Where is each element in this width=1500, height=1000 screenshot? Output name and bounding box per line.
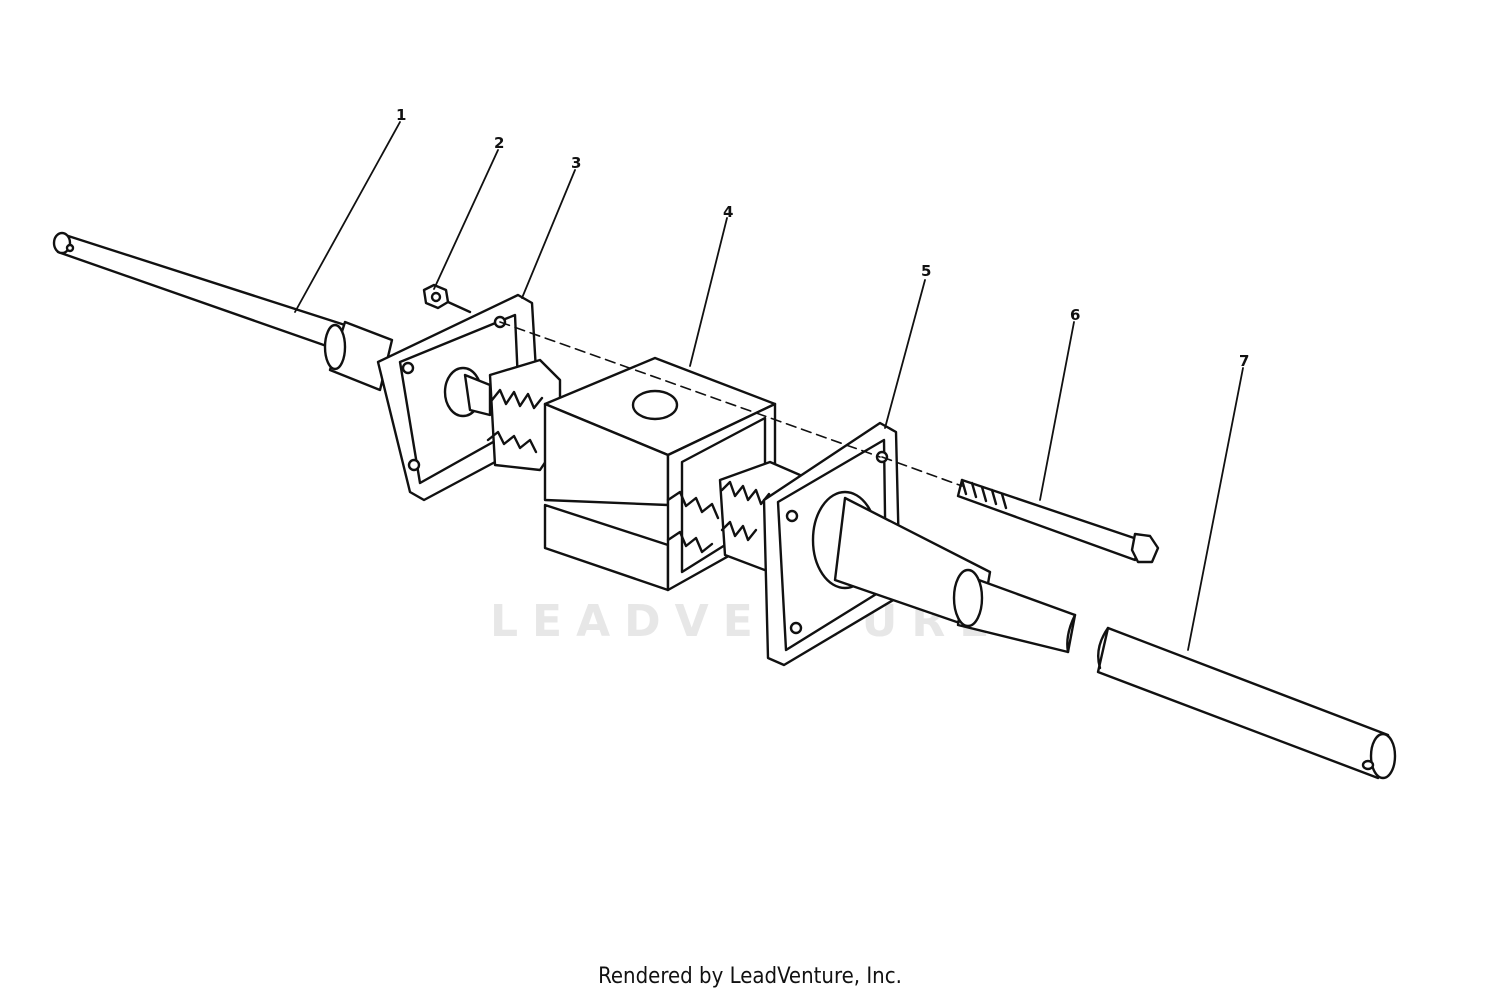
part-1-shaft[interactable] [52, 231, 394, 392]
part-5-output-shaft[interactable] [833, 496, 1077, 654]
part-5-flange[interactable] [762, 421, 902, 667]
leader-lines [294, 121, 1244, 651]
callout-4: 4 [723, 203, 733, 221]
part-6-bolt[interactable] [956, 478, 1160, 564]
assembly-lines [499, 321, 963, 487]
callout-5: 5 [921, 262, 931, 280]
footer-credit: Rendered by LeadVenture, Inc. [598, 964, 902, 989]
part-3-flange-gear[interactable] [376, 293, 562, 502]
callout-2: 2 [494, 134, 504, 152]
callout-labels: 1 2 3 4 5 6 7 [396, 106, 1249, 370]
callout-6: 6 [1070, 306, 1080, 324]
callout-7: 7 [1239, 352, 1249, 370]
callout-1: 1 [396, 106, 406, 124]
part-2-nut[interactable] [422, 283, 472, 314]
callout-3: 3 [571, 154, 581, 172]
part-7-shaft[interactable] [1096, 626, 1397, 780]
